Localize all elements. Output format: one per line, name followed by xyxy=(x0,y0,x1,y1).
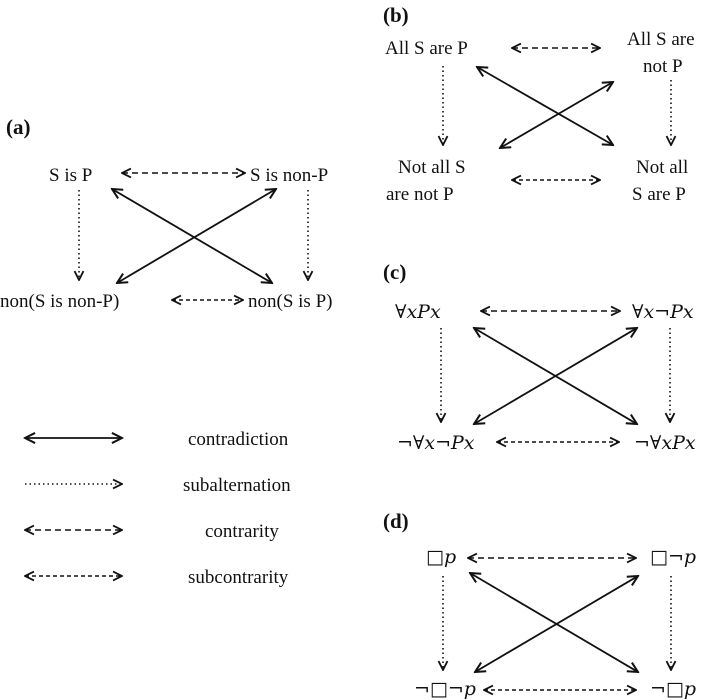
panel-d-label: (d) xyxy=(383,509,409,533)
legend-label-contradiction: contradiction xyxy=(188,429,289,450)
b-top-right-line2: not P xyxy=(643,56,683,77)
c-bottom-left: ¬∀x¬Px xyxy=(397,432,475,454)
c-top-right: ∀x¬Px xyxy=(632,301,694,323)
b-bottom-left-line1: Not all S xyxy=(398,157,466,178)
panel-a: (a) S is P S is non-P non(S is non-P) no… xyxy=(0,115,332,312)
panel-b-label: (b) xyxy=(383,3,409,27)
b-bottom-right-line1: Not all xyxy=(636,157,688,178)
legend-label-subalternation: subalternation xyxy=(183,475,291,496)
c-bottom-right: ¬∀xPx xyxy=(634,432,696,454)
b-top-left: All S are P xyxy=(385,38,468,59)
a-contradiction-1 xyxy=(112,189,272,283)
legend-label-contrarity: contrarity xyxy=(205,521,279,542)
c-contradiction-2 xyxy=(474,328,637,424)
d-contradiction-2 xyxy=(475,576,638,672)
b-bottom-left-line2: are not P xyxy=(386,184,454,205)
panel-c: (c) ∀xPx ∀x¬Px ¬∀x¬Px ¬∀xPx xyxy=(383,260,696,454)
d-bottom-left: ¬□¬p xyxy=(414,678,476,700)
panel-a-label: (a) xyxy=(6,115,31,139)
d-top-right: □¬p xyxy=(650,546,696,568)
b-top-right-line1: All S are xyxy=(627,29,695,50)
d-top-left: □p xyxy=(426,546,456,568)
b-contradiction-1 xyxy=(477,67,613,145)
b-bottom-right-line2: S are P xyxy=(632,184,686,205)
a-contradiction-2 xyxy=(117,189,276,283)
panel-b: (b) All S are P All S are not P Not all … xyxy=(383,3,695,205)
a-top-left: S is P xyxy=(49,165,92,186)
panel-d: (d) □p □¬p ¬□¬p ¬□p xyxy=(383,509,696,700)
legend-label-subcontrarity: subcontrarity xyxy=(188,567,289,588)
a-top-right: S is non-P xyxy=(250,165,328,186)
a-bottom-left: non(S is non-P) xyxy=(0,291,119,312)
b-contradiction-2 xyxy=(500,82,613,148)
legend: contradiction subalternation contrarity … xyxy=(25,429,291,588)
c-top-left: ∀xPx xyxy=(395,301,441,323)
panel-c-label: (c) xyxy=(383,260,406,284)
a-bottom-right: non(S is P) xyxy=(248,291,332,312)
d-contradiction-1 xyxy=(470,573,638,672)
d-bottom-right: ¬□p xyxy=(650,678,696,700)
